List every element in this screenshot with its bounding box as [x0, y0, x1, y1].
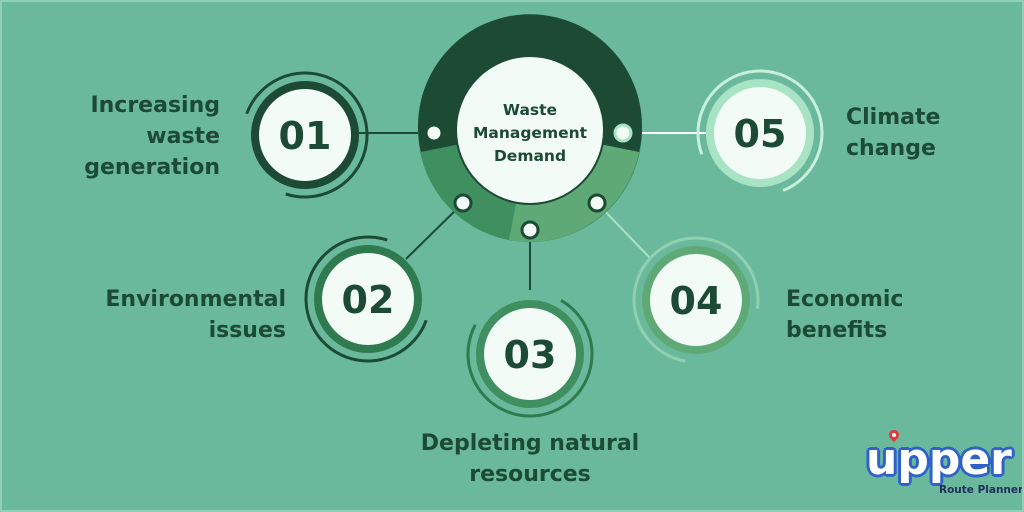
dot-04: [587, 193, 607, 213]
ring-dots: [424, 123, 633, 240]
number-02: 02: [342, 278, 395, 322]
number-04: 04: [670, 279, 723, 323]
number-circle-04: 04: [632, 236, 760, 364]
label-04-line-1: Economic: [786, 287, 904, 312]
number-01: 01: [279, 114, 332, 158]
label-01: Increasing waste generation: [40, 90, 220, 183]
logo-subtitle: Route Planner: [939, 484, 1024, 496]
central-ring: Waste Management Demand: [418, 14, 642, 242]
label-05: Climate change: [846, 102, 1006, 164]
logo-wordmark: upper: [866, 434, 1012, 485]
number-circle-05: 05: [696, 69, 824, 197]
center-line-3: Demand: [494, 147, 566, 165]
label-03-line-1: Depleting natural: [420, 431, 640, 456]
label-05-line-1: Climate: [846, 105, 941, 130]
number-circle-02: 02: [304, 235, 432, 363]
label-05-line-2: change: [846, 136, 936, 161]
number-circle-03: 03: [466, 290, 594, 418]
label-02-line-1: Environmental: [105, 287, 286, 312]
label-04: Economic benefits: [786, 284, 986, 346]
dot-01: [424, 123, 444, 143]
label-03: Depleting natural resources: [380, 428, 680, 490]
label-03-line-2: resources: [469, 462, 591, 487]
number-03: 03: [504, 333, 557, 377]
dot-05: [613, 123, 633, 143]
label-02-line-2: issues: [208, 318, 286, 343]
map-pin-icon: [889, 430, 899, 442]
label-01-line-2: waste: [146, 124, 220, 149]
center-line-1: Waste: [503, 101, 557, 119]
label-01-line-3: generation: [84, 155, 220, 180]
number-05: 05: [734, 112, 787, 156]
label-02: Environmental issues: [60, 284, 286, 346]
label-04-line-2: benefits: [786, 318, 888, 343]
brand-logo: upper Route Planner: [866, 430, 1023, 504]
center-circle: [455, 55, 605, 205]
center-line-2: Management: [473, 124, 588, 142]
dot-02: [453, 193, 473, 213]
label-01-line-1: Increasing: [90, 93, 220, 118]
dot-03: [520, 220, 540, 240]
number-circle-01: 01: [241, 71, 369, 199]
connector-02: [405, 202, 464, 260]
